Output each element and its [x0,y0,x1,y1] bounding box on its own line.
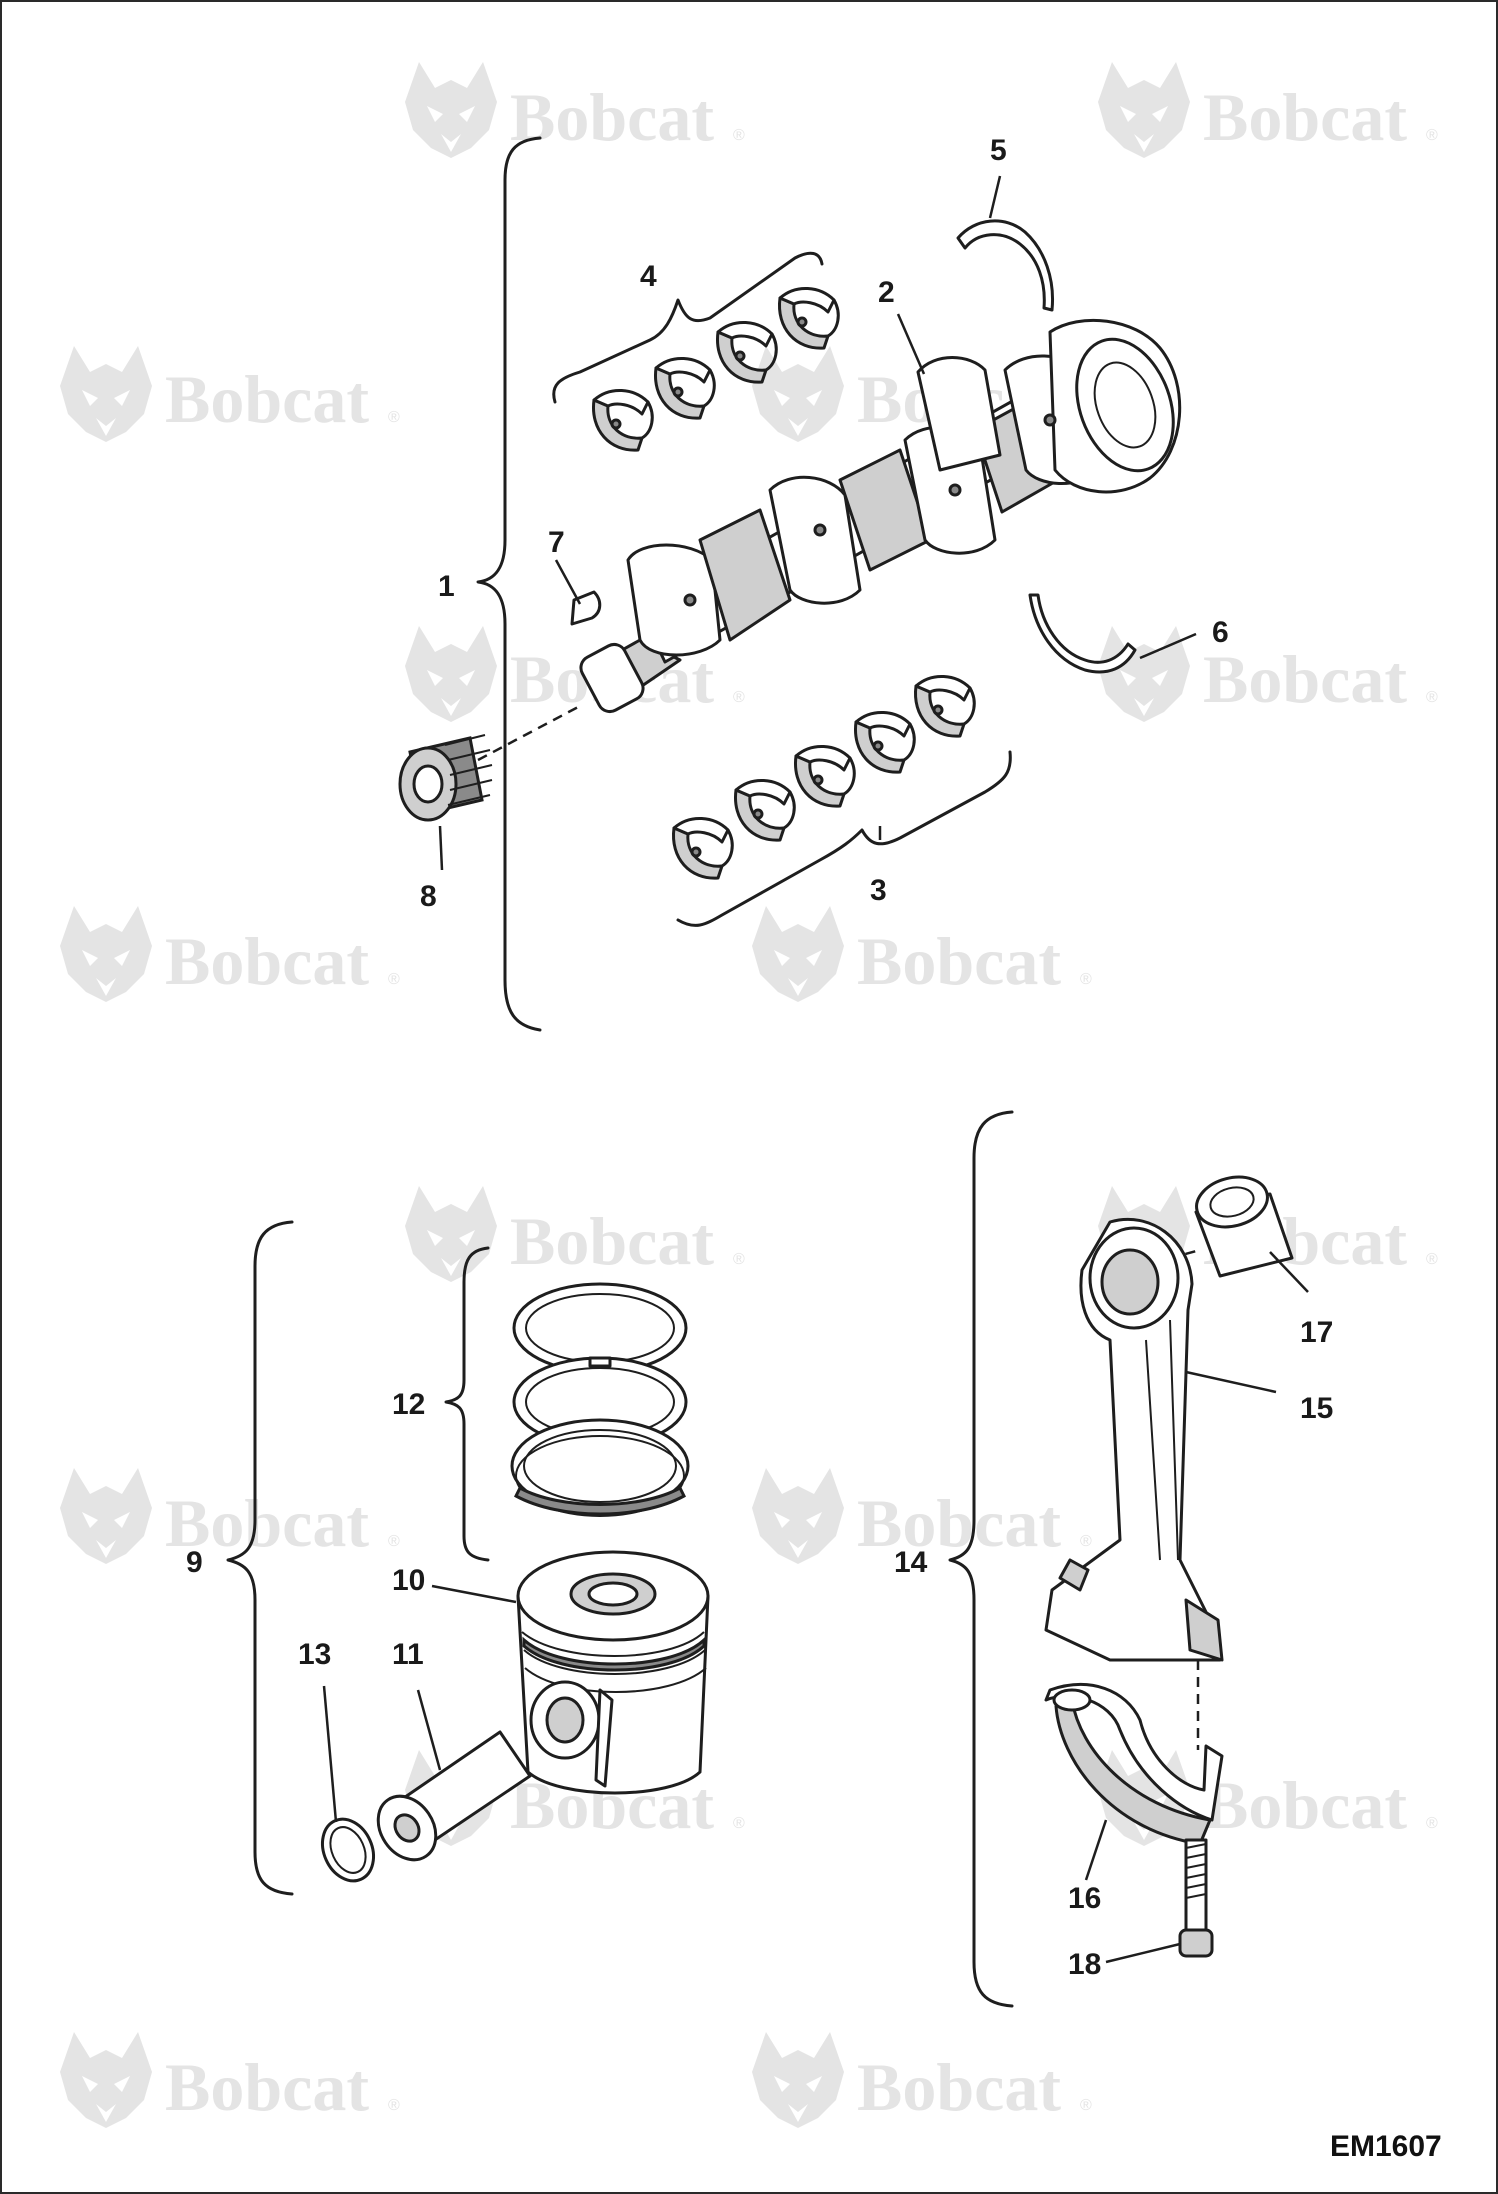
callout-7: 7 [548,526,565,559]
watermark-text: Bobcat [165,923,369,999]
watermark-reg: ® [1426,1815,1438,1832]
bearing-shell [777,286,840,350]
bearing-shell [653,356,716,420]
group-brace-14 [948,1110,1014,2008]
callout-5: 5 [990,134,1007,167]
callout-11: 11 [392,1638,424,1671]
watermark-text: Bobcat [857,2049,1061,2125]
watermark-logo: Bobcat ® [1098,1750,1438,1846]
watermark-reg: ® [1426,689,1438,706]
watermark-reg: ® [733,1251,745,1268]
group-brace-3 [676,750,1012,927]
bearing-shell [793,744,856,808]
callout-16: 16 [1068,1882,1101,1915]
watermark-reg: ® [1080,971,1092,988]
callout-13: 13 [298,1638,331,1671]
callout-15: 15 [1300,1392,1333,1425]
watermark-reg: ® [1080,1533,1092,1550]
callout-2: 2 [878,276,895,309]
rod-cap [1044,1683,1224,1846]
watermark-logo: Bobcat ® [405,1186,745,1282]
watermark-reg: ® [733,127,745,144]
watermark-reg: ® [733,689,745,706]
snap-ring [321,1817,375,1883]
watermark-logo: Bobcat ® [1098,62,1438,158]
callout-8: 8 [420,880,437,913]
watermark-reg: ® [1426,127,1438,144]
watermark-text: Bobcat [165,1485,369,1561]
watermark-text: Bobcat [165,2049,369,2125]
watermark-reg: ® [388,1533,400,1550]
piston-rings [510,1282,690,1517]
callout-17: 17 [1300,1316,1333,1349]
watermark-reg: ® [1080,2097,1092,2114]
bearing-shell [733,778,796,842]
watermark-logo: Bobcat ® [60,1468,400,1564]
rod-bolt [1178,1838,1214,1958]
callout-18: 18 [1068,1948,1101,1981]
bearing-shell [853,710,916,774]
watermark-logo: Bobcat ® [1098,626,1438,722]
callout-3: 3 [870,874,887,907]
bearing-shell [591,388,654,452]
thrust-washer-upper [956,219,1055,312]
connecting-rod [1044,1217,1224,1662]
watermark-logo: Bobcat ® [60,906,400,1002]
callout-1: 1 [438,570,455,603]
piston-pin [376,1730,532,1862]
watermark-text: Bobcat [510,1203,714,1279]
callout-14: 14 [894,1546,928,1579]
watermark-text: Bobcat [1203,1767,1407,1843]
callout-12: 12 [392,1388,425,1421]
watermark-reg: ® [388,971,400,988]
watermark-text: Bobcat [1203,79,1407,155]
group-brace-4 [552,251,824,404]
bearing-shell [913,674,976,738]
piston [516,1550,710,1795]
reference-code: EM1607 [1330,2130,1442,2163]
watermark-reg: ® [1426,1251,1438,1268]
crankshaft [579,318,1182,714]
watermark-reg: ® [733,1815,745,1832]
watermark-logo: Bobcat ® [60,346,400,442]
group-brace-9 [226,1220,294,1896]
group-brace-12 [444,1246,490,1562]
watermark-logo: Bobcat ® [752,906,1092,1002]
watermark-reg: ® [388,2097,400,2114]
watermark-logo: Bobcat ® [752,2032,1092,2128]
group-brace-1 [476,136,542,1032]
callout-10: 10 [392,1564,425,1597]
callout-6: 6 [1212,616,1229,649]
crank-gear [398,734,493,822]
callout-4: 4 [640,260,657,293]
bearing-shell [671,816,734,880]
watermark-text: Bobcat [510,79,714,155]
gear-axis-line [477,704,581,762]
small-end-bushing [1194,1175,1294,1278]
lower-bearing-shells [671,674,976,880]
watermark-reg: ® [388,409,400,426]
watermark-text: Bobcat [857,1485,1061,1561]
thrust-washer-lower [1028,593,1137,674]
watermark-logo: Bobcat ® [752,1468,1092,1564]
watermark-text: Bobcat [165,361,369,437]
callout-9: 9 [186,1546,203,1579]
watermark-logo: Bobcat ® [60,2032,400,2128]
leader-lines [322,175,1309,1964]
watermark-logo: Bobcat ® [405,62,745,158]
watermark-text: Bobcat [857,923,1061,999]
watermark-text: Bobcat [1203,641,1407,717]
